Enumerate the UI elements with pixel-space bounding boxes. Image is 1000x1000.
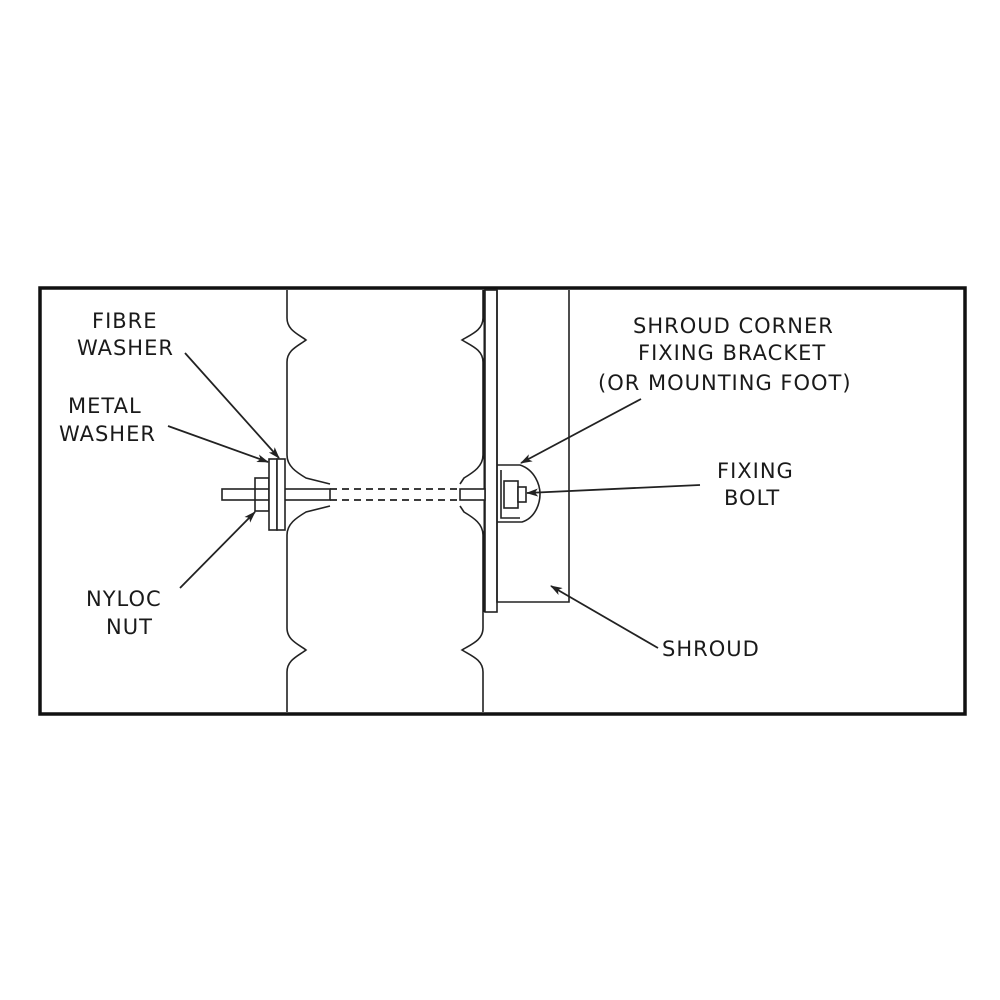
label-bracket: SHROUD CORNER FIXING BRACKET (OR MOUNTIN… [598,314,852,395]
metal-washer [268,458,278,531]
svg-text:WASHER: WASHER [77,336,174,360]
right-panel-profile [459,290,484,712]
svg-text:NYLOC: NYLOC [86,587,162,611]
arrow-shroud [550,585,659,649]
svg-text:BOLT: BOLT [724,486,780,510]
label-nyloc-nut: NYLOC NUT [86,587,162,639]
svg-text:FIXING BRACKET: FIXING BRACKET [638,341,826,365]
svg-text:(OR MOUNTING FOOT): (OR MOUNTING FOOT) [598,371,852,395]
arrow-bracket [520,398,642,464]
fixing-bolt-stub [517,486,527,503]
fixing-bracket [497,464,541,523]
svg-text:NUT: NUT [106,615,153,639]
arrow-metal-washer [167,425,269,463]
label-fixing-bolt: FIXING BOLT [717,459,794,510]
left-panel-profile [286,290,331,712]
arrow-fixing-bolt [526,484,701,497]
svg-text:SHROUD CORNER: SHROUD CORNER [633,314,834,338]
nyloc-nut [254,477,270,512]
bolt-shank-right [459,488,486,501]
fixing-bracket-inner [500,470,520,519]
svg-text:FIBRE: FIBRE [92,309,158,333]
flange-plate [484,289,498,613]
label-shroud: SHROUD [662,637,760,661]
label-metal-washer: METAL WASHER [59,394,156,446]
shroud [496,290,570,603]
label-fibre-washer: FIBRE WASHER [77,309,174,360]
svg-text:SHROUD: SHROUD [662,637,760,661]
arrow-nyloc-nut [179,511,256,589]
diagram-frame [38,286,967,716]
svg-text:METAL: METAL [68,394,142,418]
svg-text:WASHER: WASHER [59,422,156,446]
fixing-bolt-head [503,480,519,509]
arrow-fibre-washer [184,352,280,459]
svg-text:FIXING: FIXING [717,459,794,483]
fibre-washer [276,458,286,531]
